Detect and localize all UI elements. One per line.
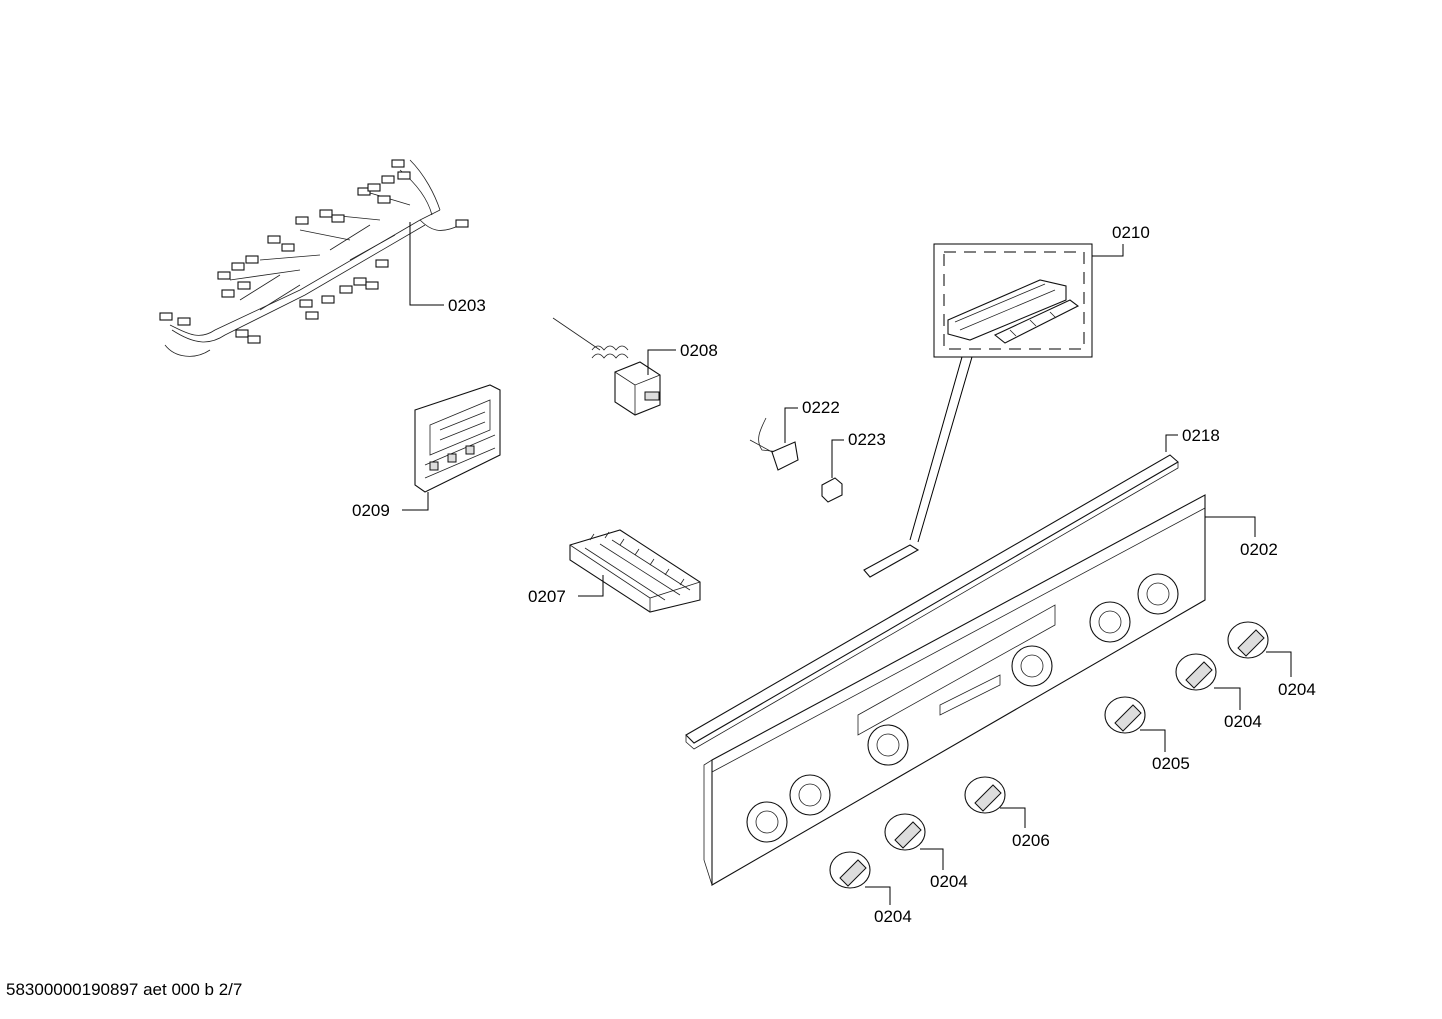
label-0218: 0218	[1182, 426, 1220, 445]
trim-strip-part	[685, 454, 1179, 750]
label-0208: 0208	[680, 341, 718, 360]
part-labels: 0203 0208 0210 0209 0222 0223 0218 0202 …	[352, 223, 1316, 926]
label-0210: 0210	[1112, 223, 1150, 242]
label-0209: 0209	[352, 501, 390, 520]
knob-0206	[964, 776, 1006, 814]
display-part	[863, 544, 920, 578]
label-0202: 0202	[1240, 540, 1278, 559]
label-0206: 0206	[1012, 831, 1050, 850]
label-0204-d: 0204	[874, 907, 912, 926]
label-0204-a: 0204	[1278, 680, 1316, 699]
detail-box-0210	[909, 243, 1093, 543]
label-0204-c: 0204	[930, 872, 968, 891]
wiring-harness-part	[159, 159, 469, 357]
knob-0204-b	[1175, 653, 1217, 691]
knob-0204-c	[884, 813, 926, 851]
panel-dial-openings	[746, 573, 1179, 843]
document-id: 58300000190897 aet 000 b 2/7	[6, 980, 243, 999]
terminal-block-part	[569, 529, 701, 613]
thermostat-part	[552, 317, 661, 416]
control-panel-part	[703, 494, 1206, 886]
knob-0204-a	[1227, 621, 1269, 659]
label-0204-b: 0204	[1224, 712, 1262, 731]
knob-0204-d	[829, 851, 871, 889]
control-knobs	[829, 621, 1269, 889]
label-0223: 0223	[848, 430, 886, 449]
electronic-module-part	[414, 384, 501, 493]
label-0222: 0222	[802, 398, 840, 417]
label-0207: 0207	[528, 587, 566, 606]
label-0203: 0203	[448, 296, 486, 315]
switch-part	[821, 477, 843, 503]
label-0205: 0205	[1152, 754, 1190, 773]
leader-lines	[402, 222, 1292, 905]
knob-0205	[1104, 696, 1146, 734]
sensor-part	[749, 417, 799, 471]
